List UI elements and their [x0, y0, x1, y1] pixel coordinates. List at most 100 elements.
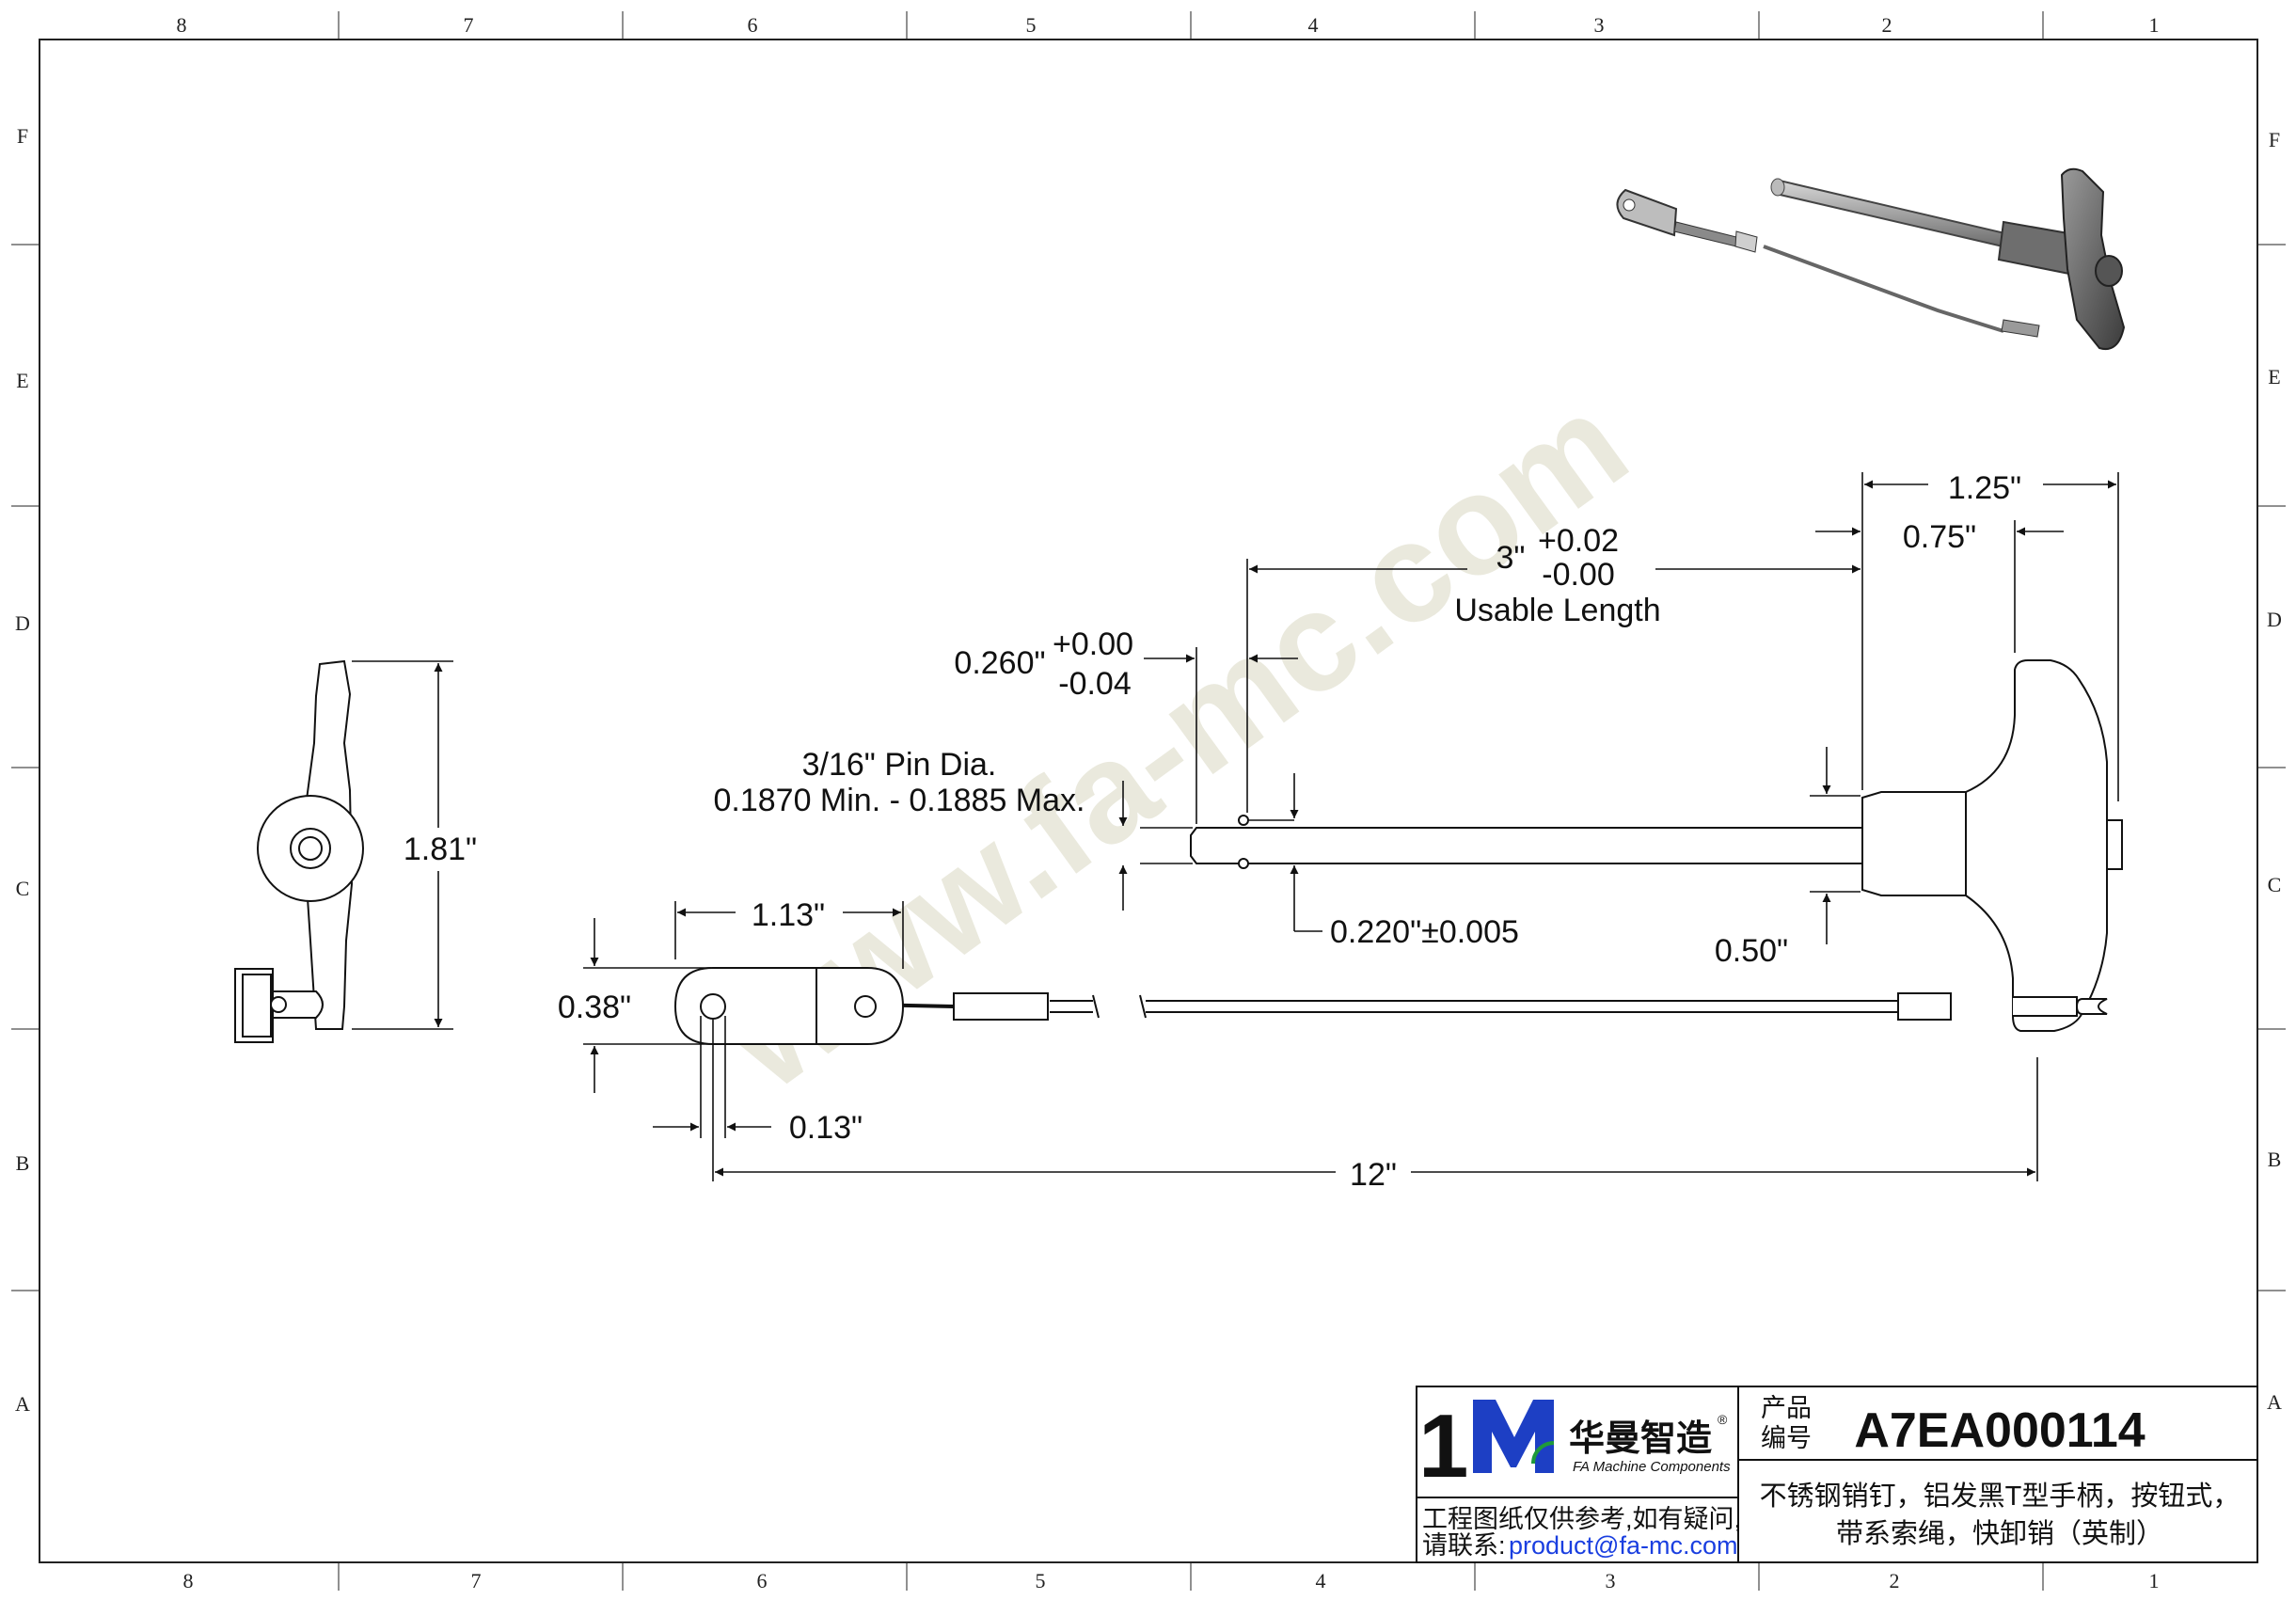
break-mark-left — [1092, 994, 1100, 1019]
dim-1-13: 1.13" — [752, 897, 825, 933]
t-handle-outline — [1965, 659, 2108, 1032]
zone-col-3: 3 — [1594, 13, 1605, 37]
iso-sleeve — [1673, 221, 1737, 247]
zone-col-6-bottom: 6 — [757, 1569, 768, 1592]
isometric-view — [1616, 167, 2126, 350]
dimension-text: 1.25" 0.75" 3" +0.02 -0.00 Usable Length… — [404, 470, 2021, 1193]
dim-260-plus: +0.00 — [1053, 626, 1133, 662]
contact-email[interactable]: product@fa-mc.com — [1509, 1531, 1737, 1560]
dim-12: 12" — [1350, 1157, 1397, 1193]
zone-labels-top: 8 7 6 5 4 3 2 1 — [177, 13, 2160, 37]
product-code: A7EA000114 — [1854, 1403, 2145, 1458]
push-button — [2106, 819, 2123, 870]
zone-labels-bottom: 8 7 6 5 4 3 2 1 — [183, 1569, 2160, 1592]
lanyard-pin-right — [2075, 998, 2108, 1015]
zone-labels-left: F E D C B A — [15, 124, 30, 1416]
dim-0-13: 0.13" — [789, 1110, 863, 1146]
side-pin-nub — [272, 990, 324, 1019]
break-mark-right — [1139, 994, 1147, 1019]
side-hub-inner — [298, 836, 323, 861]
lanyard-ferrule-right — [1897, 992, 1952, 1021]
product-code-label-1: 产品 — [1761, 1394, 1812, 1422]
title-block: 1 华曼智造 ® FA Machine Components 工程图纸仅供参考,… — [1416, 1386, 2258, 1563]
zone-col-5-bottom: 5 — [1036, 1569, 1046, 1592]
dim-usable-length: Usable Length — [1454, 593, 1660, 628]
zone-col-4: 4 — [1308, 13, 1319, 37]
side-lanyard-clip-inner — [242, 974, 272, 1038]
zone-row-b: B — [16, 1151, 30, 1175]
zone-row-c: C — [16, 877, 30, 900]
iso-ferrule — [1734, 230, 1758, 253]
zone-col-7-bottom: 7 — [471, 1569, 482, 1592]
dim-1-81: 1.81" — [404, 832, 477, 867]
product-description-line-2: 带系索绳，快卸销（英制） — [1836, 1518, 2163, 1549]
dim-3-plus: +0.02 — [1538, 523, 1619, 559]
dim-0-50: 0.50" — [1715, 933, 1788, 969]
zone-row-b-right: B — [2268, 1148, 2282, 1171]
lanyard-stub-right — [2013, 996, 2078, 1017]
zone-row-e: E — [16, 369, 28, 392]
logo-signal-icon — [1531, 1441, 1555, 1465]
zone-col-4-bottom: 4 — [1316, 1569, 1326, 1592]
dim-pin-dia: 3/16" Pin Dia. — [802, 747, 997, 783]
ball-detent-bottom — [1238, 858, 1249, 869]
zone-row-a-right: A — [2267, 1390, 2282, 1414]
product-code-label-2: 编号 — [1761, 1424, 1812, 1452]
zone-row-e-right: E — [2268, 365, 2280, 388]
zone-col-3-bottom: 3 — [1606, 1569, 1616, 1592]
disclaimer-line-1: 工程图纸仅供参考,如有疑问, — [1422, 1505, 1741, 1533]
front-view — [673, 659, 2123, 1045]
dim-0-75: 0.75" — [1903, 519, 1976, 555]
logo-mark-m — [1473, 1400, 1554, 1473]
tab-cable-hole — [854, 995, 877, 1018]
zone-col-2: 2 — [1882, 13, 1892, 37]
side-pin-hole — [270, 996, 287, 1013]
zone-col-2-bottom: 2 — [1890, 1569, 1900, 1592]
iso-tab-hole — [1623, 198, 1636, 212]
logo-mark-one: 1 — [1418, 1396, 1468, 1497]
dim-3-base: 3" — [1496, 540, 1526, 576]
drawing-border — [11, 11, 2286, 1591]
zone-col-6: 6 — [748, 13, 758, 37]
zone-row-f-right: F — [2269, 128, 2280, 151]
zone-col-8: 8 — [177, 13, 187, 37]
zone-row-f: F — [17, 124, 28, 148]
zone-col-7: 7 — [464, 13, 474, 37]
dim-0-38: 0.38" — [558, 990, 631, 1025]
zone-row-d: D — [15, 611, 30, 635]
iso-tab — [1616, 188, 1678, 237]
company-logo: 1 华曼智造 ® FA Machine Components — [1418, 1396, 1731, 1497]
lanyard-ferrule-left — [953, 992, 1049, 1021]
ball-detent-top — [1238, 815, 1249, 826]
dim-pin-dia-range: 0.1870 Min. - 0.1885 Max. — [713, 783, 1085, 818]
dimension-lines — [352, 472, 2119, 1181]
iso-t-handle — [2060, 167, 2126, 350]
zone-row-c-right: C — [2268, 873, 2282, 896]
dim-3-minus: -0.00 — [1542, 557, 1615, 593]
side-view — [234, 659, 364, 1043]
lanyard-tab — [673, 967, 905, 1045]
dim-1-25: 1.25" — [1948, 470, 2021, 506]
zone-col-8-bottom: 8 — [183, 1569, 194, 1592]
zone-labels-right: F E D C B A — [2267, 128, 2282, 1414]
iso-pin-tip — [1770, 178, 1785, 197]
zone-col-1: 1 — [2149, 13, 2160, 37]
dim-0-220: 0.220"±0.005 — [1330, 914, 1519, 950]
pin-body — [1190, 827, 1863, 864]
pin-collar — [1861, 791, 1967, 896]
iso-pin — [1774, 179, 2015, 250]
zone-row-a: A — [15, 1392, 30, 1416]
iso-cable — [1763, 245, 2004, 333]
tab-mount-hole — [700, 993, 726, 1020]
iso-lanyard-end — [2001, 319, 2040, 338]
logo-english-name: FA Machine Components — [1573, 1459, 1731, 1475]
contact-label: 请联系: — [1422, 1531, 1506, 1560]
zone-col-5: 5 — [1026, 13, 1037, 37]
iso-button — [2095, 255, 2123, 287]
product-description-line-1: 不锈钢销钉，铝发黑T型手柄，按钮式， — [1760, 1481, 2241, 1512]
zone-col-1-bottom: 1 — [2149, 1569, 2160, 1592]
logo-registered-mark: ® — [1718, 1412, 1728, 1427]
zone-row-d-right: D — [2267, 608, 2282, 631]
logo-chinese-name: 华曼智造 — [1569, 1419, 1712, 1459]
